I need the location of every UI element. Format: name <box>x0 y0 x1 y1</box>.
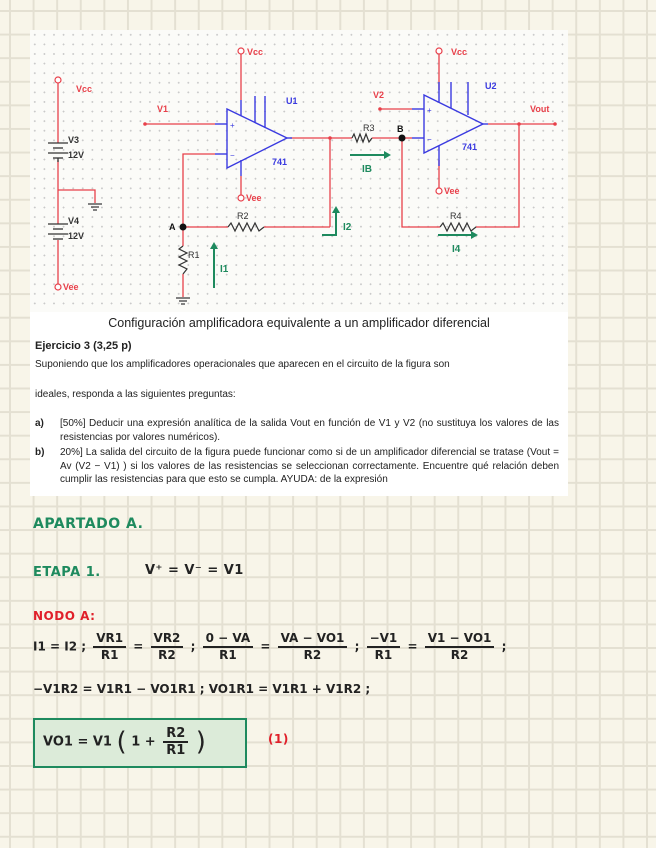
vee-left-label: Vee <box>63 282 79 292</box>
frac-den: R2 <box>158 648 176 662</box>
node-b-label: B <box>397 124 404 134</box>
item-b-label: b) <box>35 447 45 458</box>
plus-icon: + <box>230 121 235 130</box>
frac-num: R2 <box>163 726 189 743</box>
frac-num: VR2 <box>150 631 184 648</box>
circuit-diagram: + − + − Vcc Vee V3 12V V4 12V V1 V2 U1 741… <box>30 30 568 312</box>
v4-label: V4 <box>68 216 79 226</box>
frac-den: R1 <box>219 648 237 662</box>
ground-icons <box>88 203 190 305</box>
equation-reference: (1) <box>268 732 289 746</box>
node-a-dot <box>179 223 187 231</box>
u1-part-label: 741 <box>272 157 287 167</box>
node-a-label: A <box>169 222 176 232</box>
notes-heading: APARTADO A. <box>33 516 144 532</box>
frac-den: R1 <box>374 648 393 662</box>
frac-den: R1 <box>166 743 186 758</box>
figure-caption: Configuración amplificadora equivalente … <box>108 316 490 330</box>
opamp-icons: + − + − <box>215 82 488 176</box>
minus-icon: − <box>427 135 432 144</box>
r2-label: R2 <box>237 211 249 221</box>
circuit-schematic: + − + − Vcc Vee V3 12V V4 12V V1 V2 U1 741… <box>48 47 557 305</box>
eq-currents: I1 = I2 ; <box>33 639 87 654</box>
paren-close: ) <box>195 727 206 757</box>
v3-label: V3 <box>68 135 79 145</box>
circuit-wires <box>57 53 555 297</box>
v1-label: V1 <box>157 104 168 114</box>
intro-line-1: Suponiendo que los amplificadores operac… <box>35 359 450 370</box>
v4-value: 12V <box>68 231 84 241</box>
i2-label: I2 <box>343 222 352 233</box>
equals: = <box>133 639 144 654</box>
exercise-statement: Configuración amplificadora equivalente … <box>30 312 568 496</box>
frac-num: VA − VO1 <box>277 631 348 648</box>
equals: = <box>260 639 271 654</box>
frac-num: 0 − VA <box>202 631 254 648</box>
vcc-left-label: Vcc <box>76 84 92 94</box>
intro-line-2: ideales, responda a las siguientes pregu… <box>35 389 236 400</box>
r4-label: R4 <box>450 211 462 221</box>
u2-label: U2 <box>485 81 497 91</box>
frac-num: VR1 <box>93 631 127 648</box>
node-label: NODO A: <box>33 609 96 623</box>
item-a: a) [50%] Deducir una expresión analítica… <box>35 417 559 444</box>
stage-equation: V⁺ = V⁻ = V1 <box>145 563 244 578</box>
r3-label: R3 <box>363 123 375 133</box>
frac-num: V1 − VO1 <box>424 631 495 648</box>
vee-u1-label: Vee <box>246 193 262 203</box>
i1-label: I1 <box>220 264 229 275</box>
separator: ; <box>501 639 507 654</box>
i4-label: I4 <box>452 244 461 255</box>
equals: = <box>407 639 418 654</box>
u2-part-label: 741 <box>462 142 477 152</box>
frac-den: R1 <box>100 648 119 662</box>
paren-open: ( <box>116 727 127 757</box>
exercise-title: Ejercicio 3 (3,25 p) <box>35 340 132 352</box>
boxed-one: 1 + <box>131 734 156 750</box>
vee-u2-label: Vee <box>444 186 460 196</box>
ib-label: IB <box>362 164 372 175</box>
plus-icon: + <box>427 106 432 115</box>
frac-den: R2 <box>303 648 322 662</box>
v2-label: V2 <box>373 90 384 100</box>
minus-icon: − <box>230 151 235 160</box>
vcc-u2-label: Vcc <box>451 47 467 57</box>
terminal-icons <box>54 47 443 291</box>
v3-value: 12V <box>68 150 84 160</box>
item-b: b) 20%] La salida del circuito de la fig… <box>35 446 559 487</box>
vout-label: Vout <box>530 104 549 114</box>
frac-den: R2 <box>450 648 469 662</box>
junction-dots <box>143 107 557 140</box>
stage-label: ETAPA 1. <box>33 565 101 580</box>
resistor-icons <box>177 132 477 275</box>
item-a-label: a) <box>35 418 44 429</box>
current-arrow-icons <box>210 151 478 288</box>
battery-icons <box>48 142 68 240</box>
u1-label: U1 <box>286 96 298 106</box>
r1-label: R1 <box>188 250 200 260</box>
boxed-lhs: VO1 = V1 <box>43 734 112 750</box>
separator: ; <box>190 639 196 654</box>
node-b-dot <box>398 134 406 142</box>
item-a-text: [50%] Deducir una expresión analítica de… <box>60 418 559 443</box>
frac-num: −V1 <box>366 631 401 648</box>
separator: ; <box>354 639 360 654</box>
item-b-text: 20%] La salida del circuito de la figura… <box>60 447 559 485</box>
vcc-u1-label: Vcc <box>247 47 263 57</box>
node-equation-2: −V1R2 = V1R1 − VO1R1 ; VO1R1 = V1R1 + V1… <box>33 682 371 696</box>
